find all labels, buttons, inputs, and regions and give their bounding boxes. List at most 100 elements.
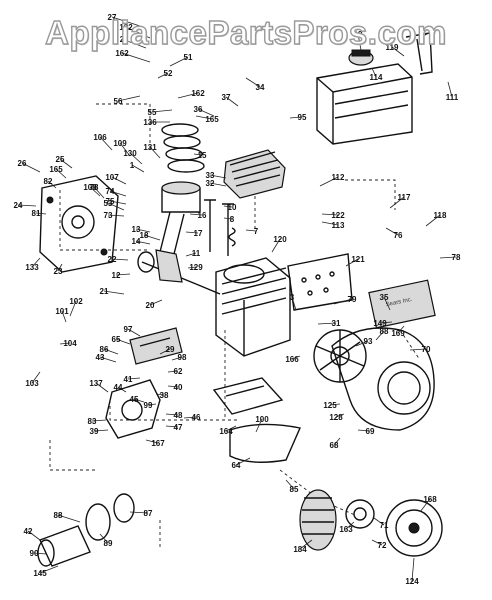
part-callout-p21: 21 [100, 287, 109, 296]
part-callout-p17: 17 [194, 229, 203, 238]
leader-line-p78a [439, 256, 457, 259]
leader-line-p35 [383, 296, 391, 311]
part-callout-p48: 48 [174, 411, 183, 420]
flywheel [313, 329, 367, 383]
air-filter-parts: Sears Inc. [287, 253, 436, 329]
leader-line-p113 [321, 221, 339, 226]
leader-line-p145 [39, 565, 59, 574]
leader-line-p72 [371, 539, 383, 546]
leader-line-p26 [21, 162, 41, 173]
leader-line-p51 [169, 56, 189, 67]
part-callout-p103: 103 [25, 379, 39, 388]
part-callout-p65: 65 [112, 335, 121, 344]
part-callout-p131: 131 [143, 143, 157, 152]
part-callout-p124: 124 [405, 577, 419, 586]
part-callout-p104: 104 [63, 339, 77, 348]
part-callout-p118: 118 [434, 211, 447, 220]
leader-line-p111 [447, 81, 453, 98]
part-callout-p89: 89 [104, 539, 113, 548]
leader-line-p62 [167, 370, 179, 373]
part-callout-p33: 33 [206, 171, 215, 180]
part-callout-p14: 14 [132, 237, 141, 246]
part-callout-p23: 23 [54, 267, 63, 276]
leader-line-p131 [149, 146, 161, 159]
leader-line-p65 [115, 338, 131, 345]
leader-line-p184 [299, 539, 313, 550]
leader-line-p99 [147, 403, 157, 406]
part-callout-p98: 98 [178, 353, 187, 362]
leader-line-p55 [151, 109, 173, 113]
part-callout-p167: 167 [151, 439, 165, 448]
leader-line-p17 [185, 231, 199, 234]
leader-line-p38 [155, 393, 165, 396]
leader-line-p3 [291, 296, 297, 311]
leader-line-p130 [129, 152, 143, 165]
leader-line-p104 [59, 342, 71, 345]
part-callout-p3: 3 [290, 293, 295, 302]
part-callout-p10: 10 [228, 203, 237, 212]
leader-line-p164 [225, 425, 237, 432]
part-callout-p64: 64 [232, 461, 241, 470]
part-callout-p113: 113 [332, 221, 345, 230]
part-callout-p78b: 78 [90, 183, 99, 192]
part-callout-p128: 128 [329, 413, 343, 422]
leader-line-p43 [99, 356, 117, 363]
part-callout-p79: 79 [348, 295, 357, 304]
part-callout-p114: 114 [370, 73, 383, 82]
leader-line-p129 [187, 266, 197, 269]
leader-line-p46 [183, 416, 197, 419]
part-callout-p22: 22 [108, 255, 117, 264]
leader-line-p78b [93, 186, 105, 199]
part-callout-p7: 7 [254, 227, 259, 236]
leader-line-p166 [291, 355, 301, 360]
part-callout-p85: 85 [290, 485, 299, 494]
part-callout-p31: 31 [332, 319, 341, 328]
fuel-tank [316, 32, 433, 145]
leader-line-p95 [289, 116, 303, 119]
part-callout-p102: 102 [69, 297, 83, 306]
leader-line-p81 [35, 212, 47, 215]
part-callout-p100: 100 [255, 415, 269, 424]
leader-line-p39 [93, 429, 109, 432]
piston-assembly [159, 123, 205, 255]
leader-line-p106 [99, 136, 113, 151]
callout-leaders [17, 16, 457, 582]
part-callout-p78a: 78 [452, 253, 461, 262]
leader-line-p93 [355, 340, 369, 347]
leader-line-p12 [115, 273, 131, 276]
part-callout-p121: 121 [351, 255, 365, 264]
part-callout-p2: 2 [120, 35, 125, 44]
part-callout-p47: 47 [174, 423, 183, 432]
part-callout-p130: 130 [123, 149, 137, 158]
leader-line-p13 [135, 228, 151, 233]
part-callout-p184: 184 [293, 545, 307, 554]
part-callout-p133: 133 [25, 263, 39, 272]
leader-line-p125 [329, 403, 341, 406]
part-callout-p55: 55 [148, 108, 157, 117]
part-callout-p41: 41 [124, 375, 133, 384]
valves [204, 199, 236, 256]
part-callout-p69: 69 [366, 427, 375, 436]
part-callout-p87: 87 [144, 509, 153, 518]
leader-line-p71 [373, 517, 385, 526]
part-callout-p164: 164 [219, 427, 233, 436]
crankcase-cover [39, 175, 119, 273]
part-callout-p29: 29 [166, 345, 175, 354]
part-callout-p76: 76 [394, 231, 403, 240]
part-callout-p136: 136 [143, 118, 157, 127]
part-callout-p88: 88 [380, 327, 389, 336]
part-callout-p9: 9 [430, 27, 435, 36]
leader-line-p52 [157, 72, 169, 79]
part-callout-p72: 72 [378, 541, 387, 550]
part-callout-p95: 95 [298, 113, 307, 122]
part-callout-p82: 82 [44, 177, 53, 186]
leader-line-p82 [47, 180, 57, 189]
part-callout-p38: 38 [160, 391, 169, 400]
part-callout-p56: 56 [114, 97, 123, 106]
part-callout-p34: 34 [256, 83, 265, 92]
crankshaft [137, 249, 221, 295]
leader-line-p149 [379, 321, 393, 324]
leader-line-p14 [135, 240, 151, 245]
part-callout-p25: 25 [56, 155, 65, 164]
